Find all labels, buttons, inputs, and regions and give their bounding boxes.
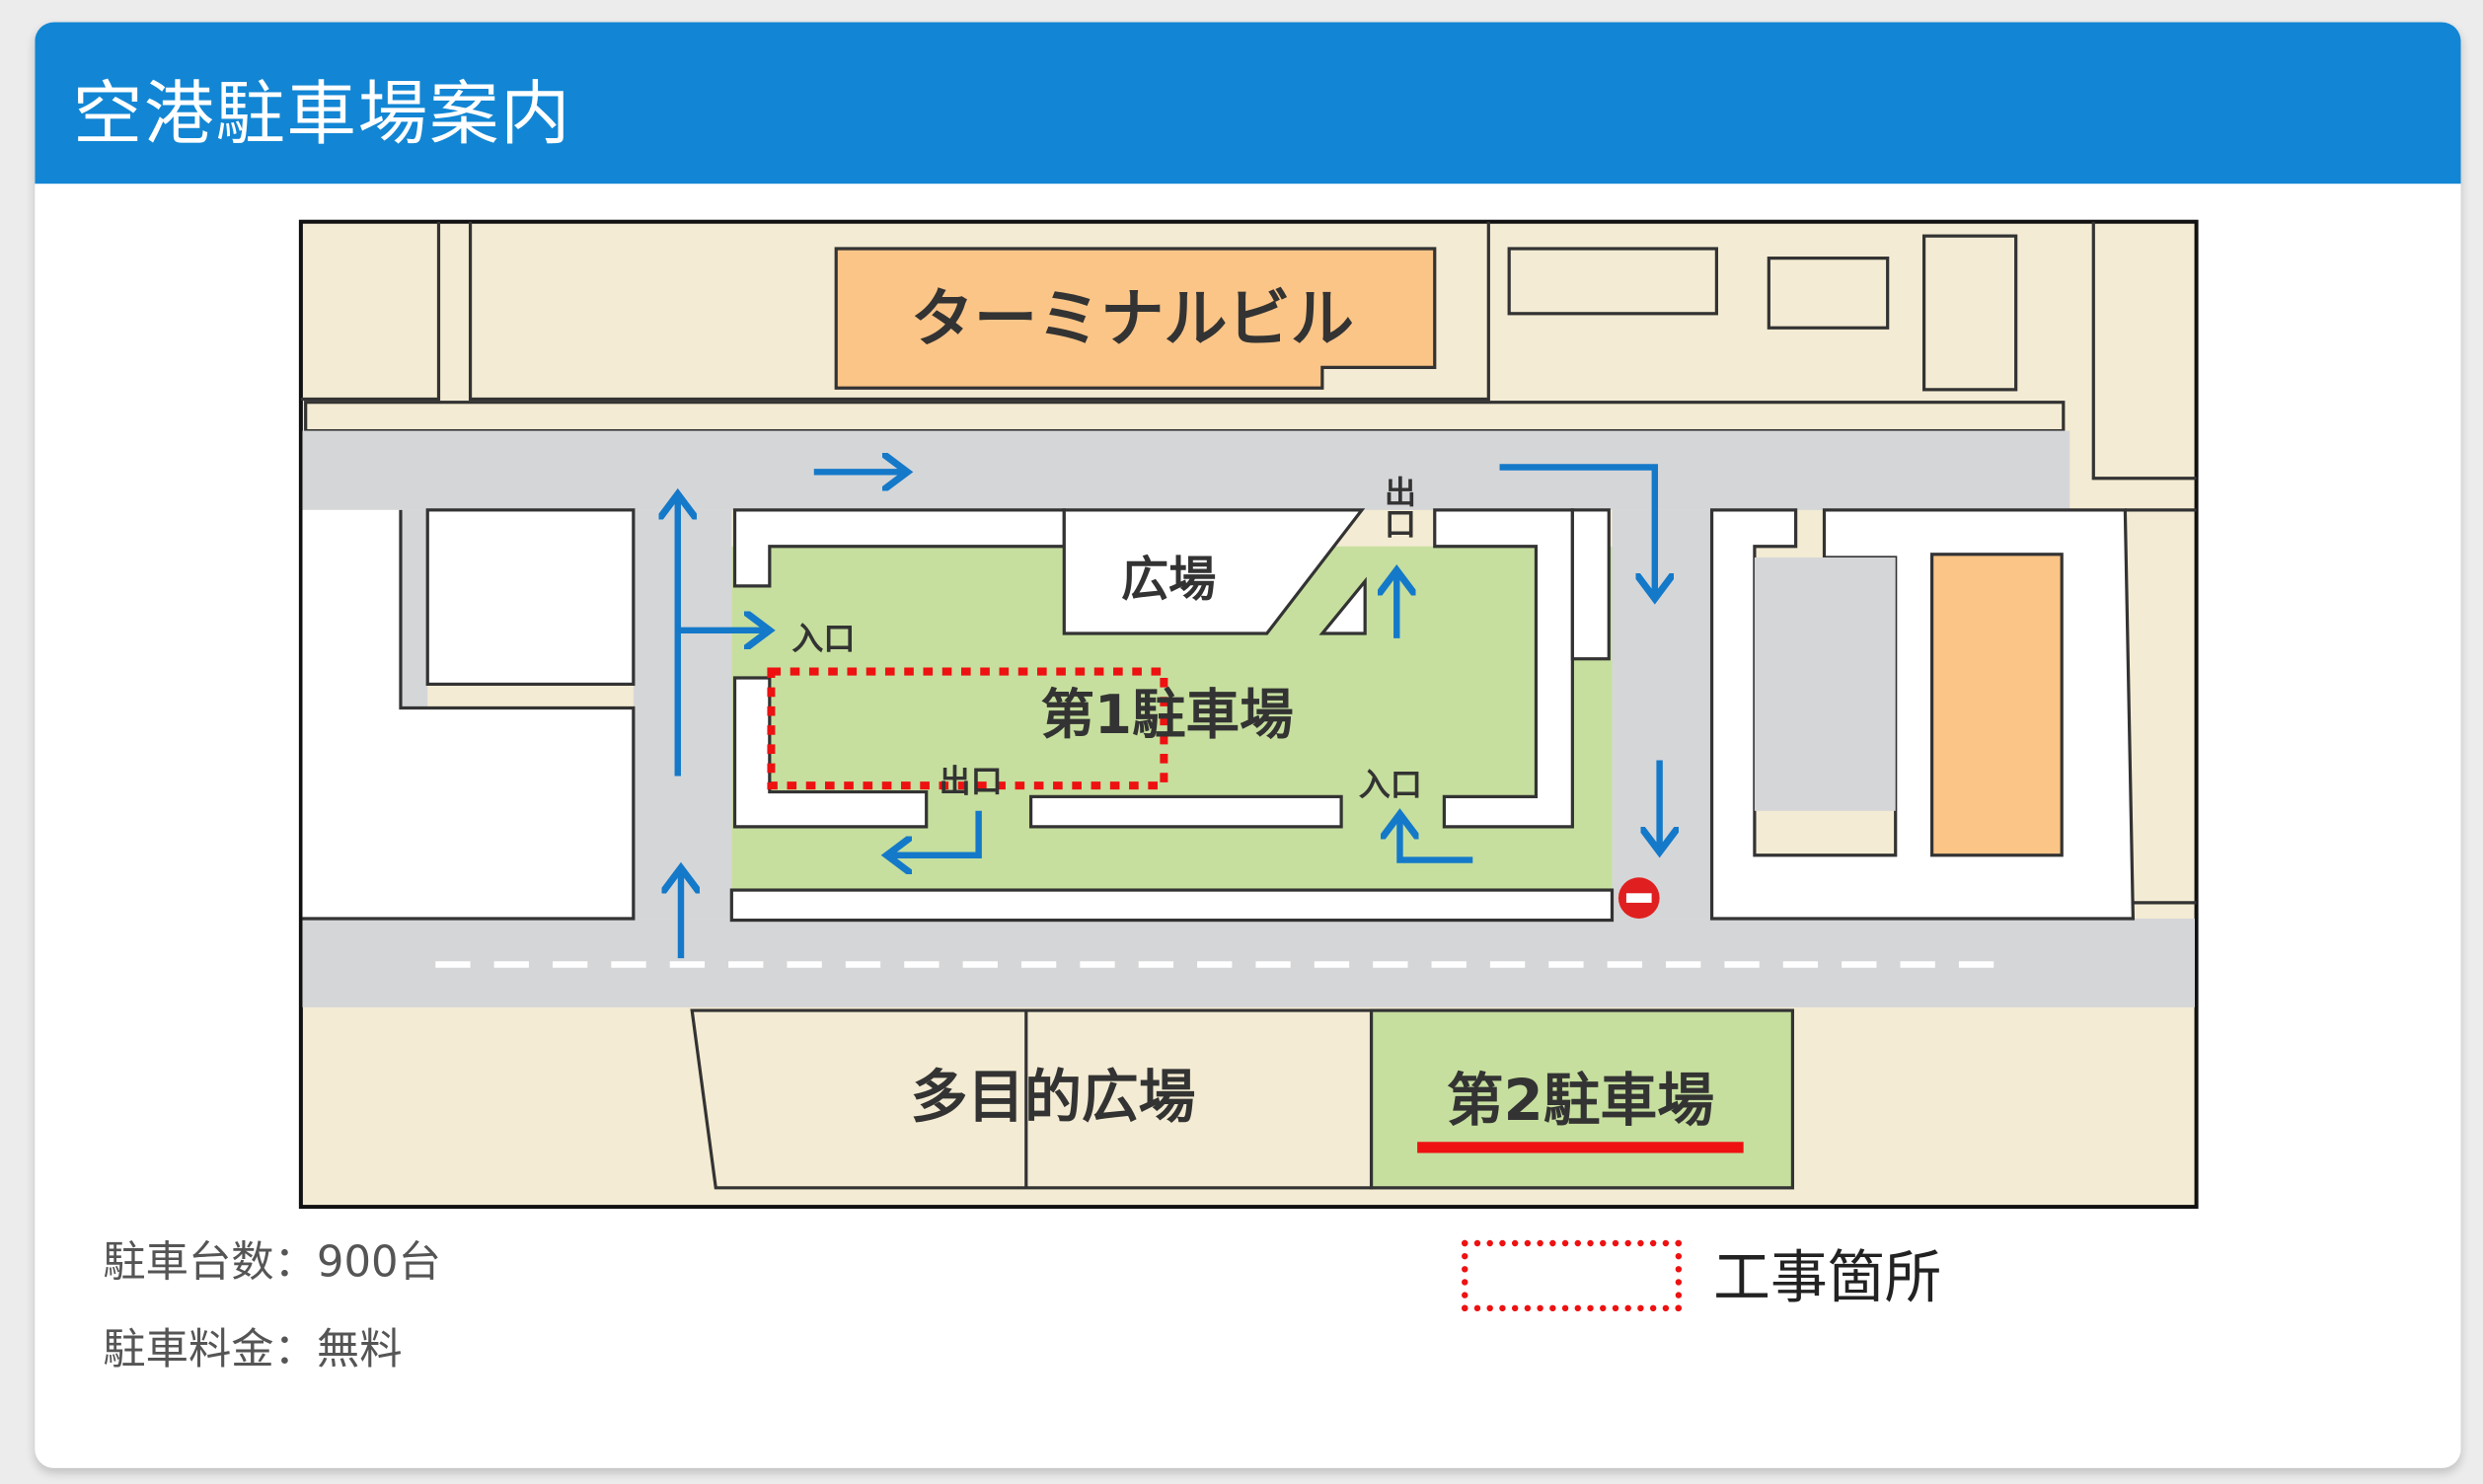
parking1-label: 第1駐車場 [1041, 683, 1294, 746]
parking2-label: 第2駐車場 [1447, 1067, 1714, 1134]
building [1767, 257, 1890, 330]
building [1921, 234, 2018, 392]
exit-label: 出口 [940, 763, 1003, 800]
multipurpose-plaza-label: 多目的広場 [911, 1064, 1196, 1131]
page-title: 空港駐車場案内 [72, 74, 572, 156]
construction-legend-label: 工事箇所 [1713, 1246, 1942, 1312]
terminal-building [834, 247, 1437, 390]
plaza-label: 広場 [1121, 553, 1216, 608]
arrow-down-icon [1499, 464, 1655, 599]
building [1930, 553, 2064, 857]
plaza [1062, 508, 1366, 635]
sidewalk [304, 401, 2066, 433]
arrow-up-icon [1399, 814, 1473, 863]
construction-area [767, 667, 1168, 790]
parking-lot-2 [1369, 1008, 1795, 1190]
construction-legend-swatch [1462, 1239, 1683, 1312]
roads [302, 430, 2195, 1007]
entrance-label: 入口 [1359, 766, 1422, 803]
traffic-arrows [678, 468, 1660, 959]
entrance-label: 入口 [791, 620, 855, 657]
exit-label-vertical: 出口 [1380, 476, 1417, 539]
capacity-text: 駐車台数：900台 [103, 1238, 441, 1288]
parking2-underline [1417, 1142, 1744, 1153]
building [425, 508, 636, 687]
building [1507, 247, 1718, 316]
fee-text: 駐車料金：無料 [103, 1325, 403, 1375]
arrow-left-icon [887, 810, 982, 855]
card-header: 空港駐車場案内 [35, 22, 2461, 185]
no-entry-icon [1618, 877, 1660, 919]
terminal-label: ターミナルビル [911, 282, 1354, 356]
